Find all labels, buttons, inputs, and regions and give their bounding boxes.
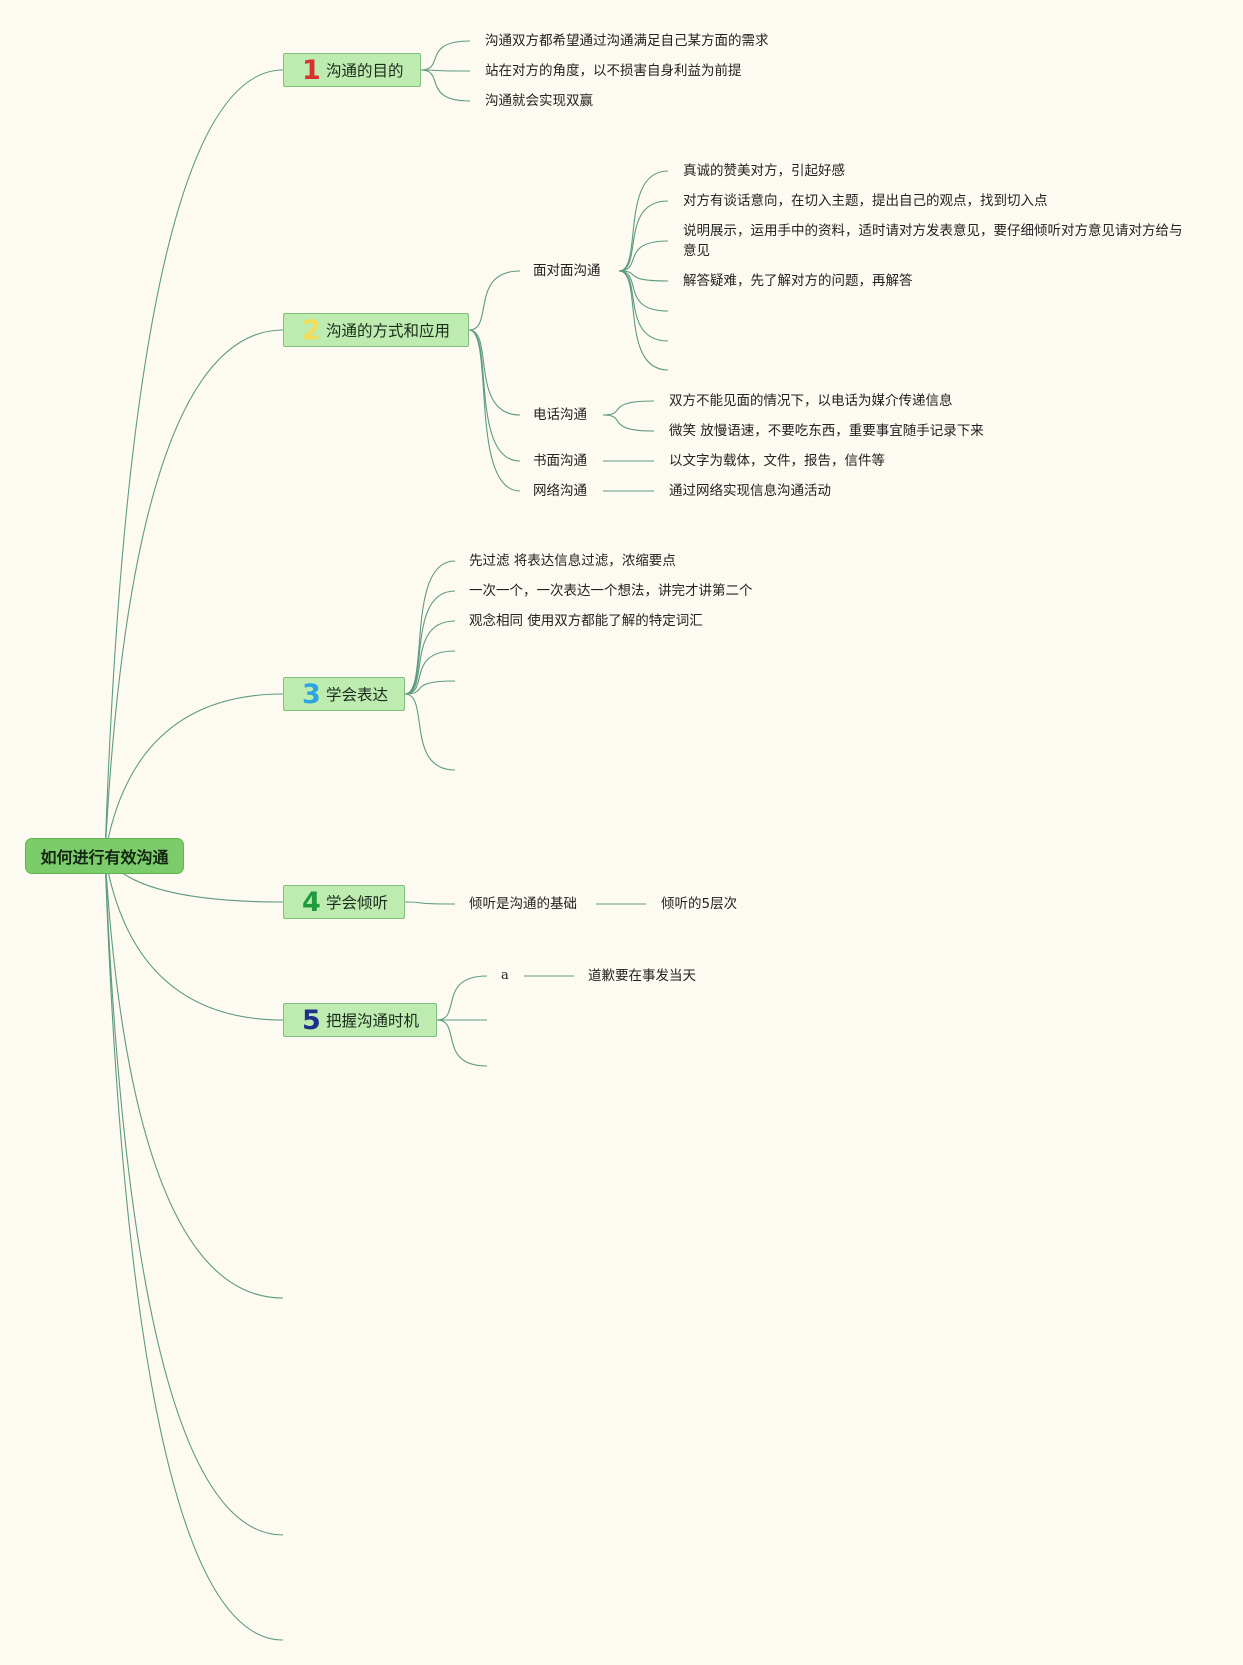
- written-item-1[interactable]: 以文字为载体，文件，报告，信件等: [669, 453, 885, 469]
- link-face-1: [618, 170, 669, 272]
- branch-3-item-2[interactable]: 一次一个，一次表达一个想法，讲完才讲第二个: [469, 583, 753, 599]
- number-four-icon: 4: [302, 886, 321, 918]
- branch-1-item-2[interactable]: 站在对方的角度，以不损害自身利益为前提: [485, 63, 742, 79]
- face-to-face-node[interactable]: 面对面沟通: [533, 263, 601, 279]
- link-root-empty-3: [104, 854, 284, 1641]
- branch-4-item-2[interactable]: 倾听的5层次: [661, 896, 738, 912]
- branch-5-node[interactable]: 5 把握沟通时机: [283, 1003, 437, 1037]
- link-root-empty-2: [104, 854, 284, 1536]
- link-b5-item-1: [436, 975, 488, 1021]
- link-b2-written: [468, 329, 521, 462]
- phone-node[interactable]: 电话沟通: [533, 407, 587, 423]
- link-b3-item-3: [404, 620, 456, 695]
- number-one-icon: 1: [302, 54, 321, 86]
- number-two-icon: 2: [302, 314, 321, 346]
- branch-2-node[interactable]: 2 沟通的方式和应用: [283, 313, 469, 347]
- link-b5-item-3: [436, 1019, 488, 1067]
- branch-2-label: 沟通的方式和应用: [326, 322, 451, 340]
- branch-3-node[interactable]: 3 学会表达: [283, 677, 405, 711]
- branch-3-label: 学会表达: [326, 686, 389, 704]
- link-face-7: [618, 270, 669, 371]
- link-root-branch-5: [104, 854, 284, 1021]
- branch-3-item-1[interactable]: 先过滤 将表达信息过滤，浓缩要点: [469, 553, 676, 569]
- face-to-face-item-2[interactable]: 对方有谈话意向，在切入主题，提出自己的观点，找到切入点: [683, 193, 1048, 209]
- link-face-5: [618, 270, 669, 312]
- link-root-branch-3: [104, 693, 284, 856]
- link-b3-item-1: [404, 560, 456, 695]
- link-b1-item-2: [420, 69, 471, 72]
- link-face-6: [618, 270, 669, 342]
- link-b3-item-5: [404, 680, 456, 695]
- link-phone-2: [602, 414, 655, 432]
- branch-3-item-3[interactable]: 观念相同 使用双方都能了解的特定词汇: [469, 613, 703, 629]
- written-node[interactable]: 书面沟通: [533, 453, 587, 469]
- number-three-icon: 3: [302, 678, 321, 710]
- root-node[interactable]: 如何进行有效沟通: [25, 838, 184, 874]
- link-root-empty-1: [104, 854, 284, 1299]
- link-b3-item-4: [404, 650, 456, 695]
- face-to-face-item-3[interactable]: 说明展示，运用手中的资料，适时请对方发表意见，要仔细倾听对方意见请对方给与意见: [683, 223, 1183, 259]
- link-b3-item-2: [404, 590, 456, 695]
- link-face-2: [618, 200, 669, 272]
- online-node[interactable]: 网络沟通: [533, 483, 587, 499]
- link-b1-item-3: [420, 69, 471, 102]
- branch-1-item-1[interactable]: 沟通双方都希望通过沟通满足自己某方面的需求: [485, 33, 769, 49]
- face-to-face-item-4[interactable]: 解答疑难，先了解对方的问题，再解答: [683, 273, 913, 289]
- link-b2-online: [468, 329, 521, 492]
- link-face-3: [618, 240, 669, 272]
- link-root-branch-2: [104, 329, 284, 856]
- link-root-branch-1: [104, 69, 284, 856]
- branch-1-node[interactable]: 1 沟通的目的: [283, 53, 421, 87]
- link-face-4: [618, 270, 669, 282]
- branch-1-item-3[interactable]: 沟通就会实现双赢: [485, 93, 593, 109]
- link-b4-item-1: [404, 901, 456, 905]
- link-b1-item-1: [420, 40, 471, 71]
- link-b3-item-6: [404, 693, 456, 771]
- phone-item-2[interactable]: 微笑 放慢语速，不要吃东西，重要事宜随手记录下来: [669, 423, 984, 439]
- face-to-face-item-1[interactable]: 真诚的赞美对方，引起好感: [683, 163, 845, 179]
- link-phone-1: [602, 400, 655, 416]
- branch-4-node[interactable]: 4 学会倾听: [283, 885, 405, 919]
- link-b2-phone: [468, 329, 521, 416]
- branch-4-label: 学会倾听: [326, 894, 389, 912]
- branch-5-item-1[interactable]: a: [501, 968, 509, 983]
- branch-4-item-1[interactable]: 倾听是沟通的基础: [469, 896, 577, 912]
- branch-1-label: 沟通的目的: [326, 62, 404, 80]
- branch-5-label: 把握沟通时机: [326, 1012, 420, 1030]
- phone-item-1[interactable]: 双方不能见面的情况下，以电话为媒介传递信息: [669, 393, 953, 409]
- branch-5-item-2[interactable]: 道歉要在事发当天: [588, 968, 696, 984]
- number-five-icon: 5: [302, 1004, 321, 1036]
- online-item-1[interactable]: 通过网络实现信息沟通活动: [669, 483, 831, 499]
- link-b2-face: [468, 270, 521, 331]
